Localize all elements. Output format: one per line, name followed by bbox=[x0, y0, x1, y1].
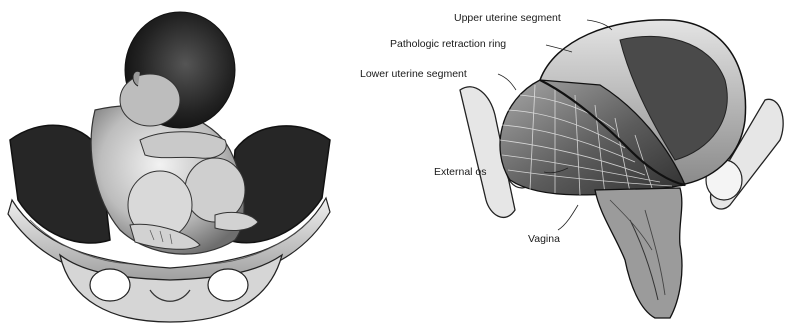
label-pathologic-retraction-ring: Pathologic retraction ring bbox=[390, 38, 506, 50]
fetus-pelvis-drawing bbox=[0, 0, 340, 325]
leader-lower-uterine-segment bbox=[498, 74, 516, 90]
uterus bbox=[500, 20, 746, 318]
label-external-os: External os bbox=[434, 166, 487, 178]
fetus bbox=[91, 12, 258, 254]
fetus-in-pelvis-illustration bbox=[0, 0, 340, 325]
leader-vagina bbox=[558, 205, 578, 230]
label-upper-uterine-segment: Upper uterine segment bbox=[454, 12, 561, 24]
label-vagina: Vagina bbox=[528, 233, 560, 245]
label-lower-uterine-segment: Lower uterine segment bbox=[360, 68, 467, 80]
